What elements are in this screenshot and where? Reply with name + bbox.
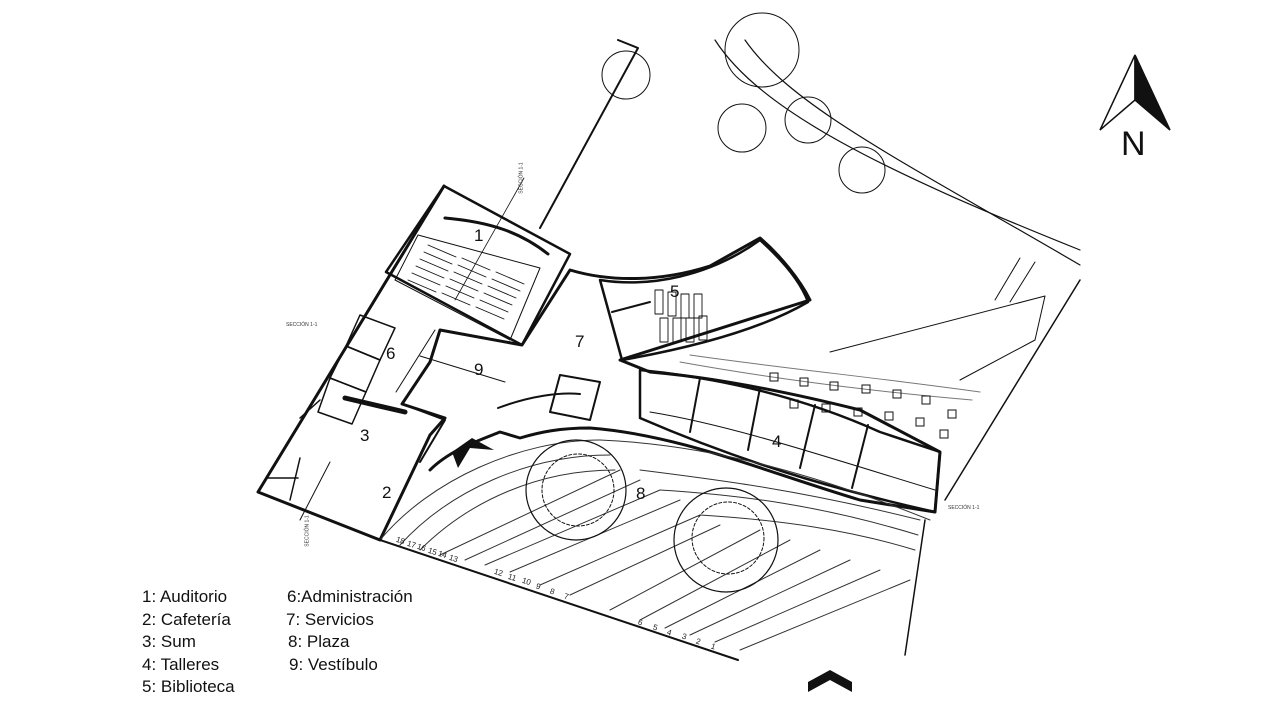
path-curve-south-2: [679, 361, 973, 401]
library-shell: [598, 238, 810, 362]
entry-arrow-icon: [452, 438, 494, 468]
legend-item: 3: Sum: [142, 632, 196, 651]
stair-band: [342, 395, 408, 415]
admin-wall-2: [329, 345, 381, 393]
plaza-step-number: 17: [405, 538, 417, 550]
auditorium-seating-area: [394, 234, 541, 341]
workshops-outer: [638, 368, 942, 514]
library-entry: [611, 301, 651, 313]
legend-column-left: 1: Auditorio 2: Cafetería 3: Sum 4: Tall…: [142, 586, 235, 699]
path-curve-south: [689, 354, 981, 393]
tree: [784, 96, 832, 144]
sum-cafe-divider: [299, 461, 331, 521]
plaza-south-edge: [379, 539, 739, 661]
workshop-partition: [799, 404, 816, 469]
legend-item: 5: Biblioteca: [142, 677, 235, 696]
section-mark: SECCIÓN 1-1: [286, 322, 318, 328]
parking-line-2: [1009, 261, 1036, 303]
plaza-step-number: 15: [426, 545, 438, 557]
zone-number-cafeteria: 2: [382, 483, 392, 502]
zone-number-sum: 3: [360, 426, 370, 445]
zone-number-administracion: 6: [386, 344, 396, 363]
counter: [299, 399, 321, 419]
site-boundary-curve: [714, 39, 1081, 251]
cafeteria-wall: [289, 457, 301, 501]
section-mark: SECCIÓN 1-1: [304, 515, 311, 547]
auditorium-stage-curve: [443, 216, 550, 256]
curved-wall: [497, 392, 581, 409]
zone-number-talleres: 4: [772, 432, 782, 451]
workshop-corridor: [649, 411, 936, 491]
legend-item: 9: Vestíbulo: [289, 654, 378, 674]
north-label: N: [1121, 125, 1146, 163]
entry-arrow-south-icon: [808, 670, 852, 692]
section-line: [454, 177, 525, 301]
parking-outline: [829, 295, 1046, 381]
plaza-step-number: 13: [447, 552, 459, 564]
legend-item: 7: Servicios: [286, 609, 374, 629]
legend-item: 8: Plaza: [288, 632, 350, 651]
vestibule-line-2: [395, 329, 436, 393]
sum-wall: [404, 404, 446, 463]
parking-line: [994, 257, 1021, 301]
vestibule-line: [419, 355, 506, 383]
tree: [717, 103, 767, 153]
workshop-partition: [747, 387, 761, 451]
zone-number-vestibulo: 9: [474, 360, 484, 379]
zone-number-biblioteca: 5: [670, 282, 680, 301]
plaza-tree: [541, 453, 615, 527]
site-boundary-line: [539, 39, 639, 229]
plaza-tree: [691, 501, 765, 575]
plaza-east-edge: [904, 519, 926, 656]
admin-wall-3: [317, 377, 367, 425]
legend-item: 1: Auditorio: [142, 587, 228, 606]
legend-item: 2: Cafetería: [142, 609, 231, 629]
zone-number-auditorio: 1: [474, 226, 484, 245]
legend-item: 4: Talleres: [142, 654, 220, 674]
tree: [724, 12, 800, 88]
workshop-partition: [689, 377, 701, 433]
legend-column-right: 6:Administración 7: Servicios 8: Plaza 9…: [284, 586, 413, 676]
tree: [838, 146, 886, 194]
site-edge-right: [944, 279, 1081, 501]
building-outline: [256, 184, 942, 542]
plaza-planter: [525, 439, 627, 541]
legend-item: 6:Administración: [287, 587, 413, 606]
section-mark: SECCIÓN 1-1: [948, 505, 980, 511]
section-mark: SECCIÓN 1-1: [518, 162, 525, 194]
site-boundary-curve-2: [744, 39, 1081, 266]
auditorium-shell: [384, 184, 572, 347]
north-arrow-icon: [1099, 54, 1171, 131]
zone-number-plaza: 8: [636, 484, 646, 503]
tree: [601, 50, 651, 100]
workshop-partition: [851, 424, 869, 489]
plaza-planter: [673, 487, 779, 593]
zone-number-servicios: 7: [575, 332, 585, 351]
services-block: [549, 374, 601, 421]
